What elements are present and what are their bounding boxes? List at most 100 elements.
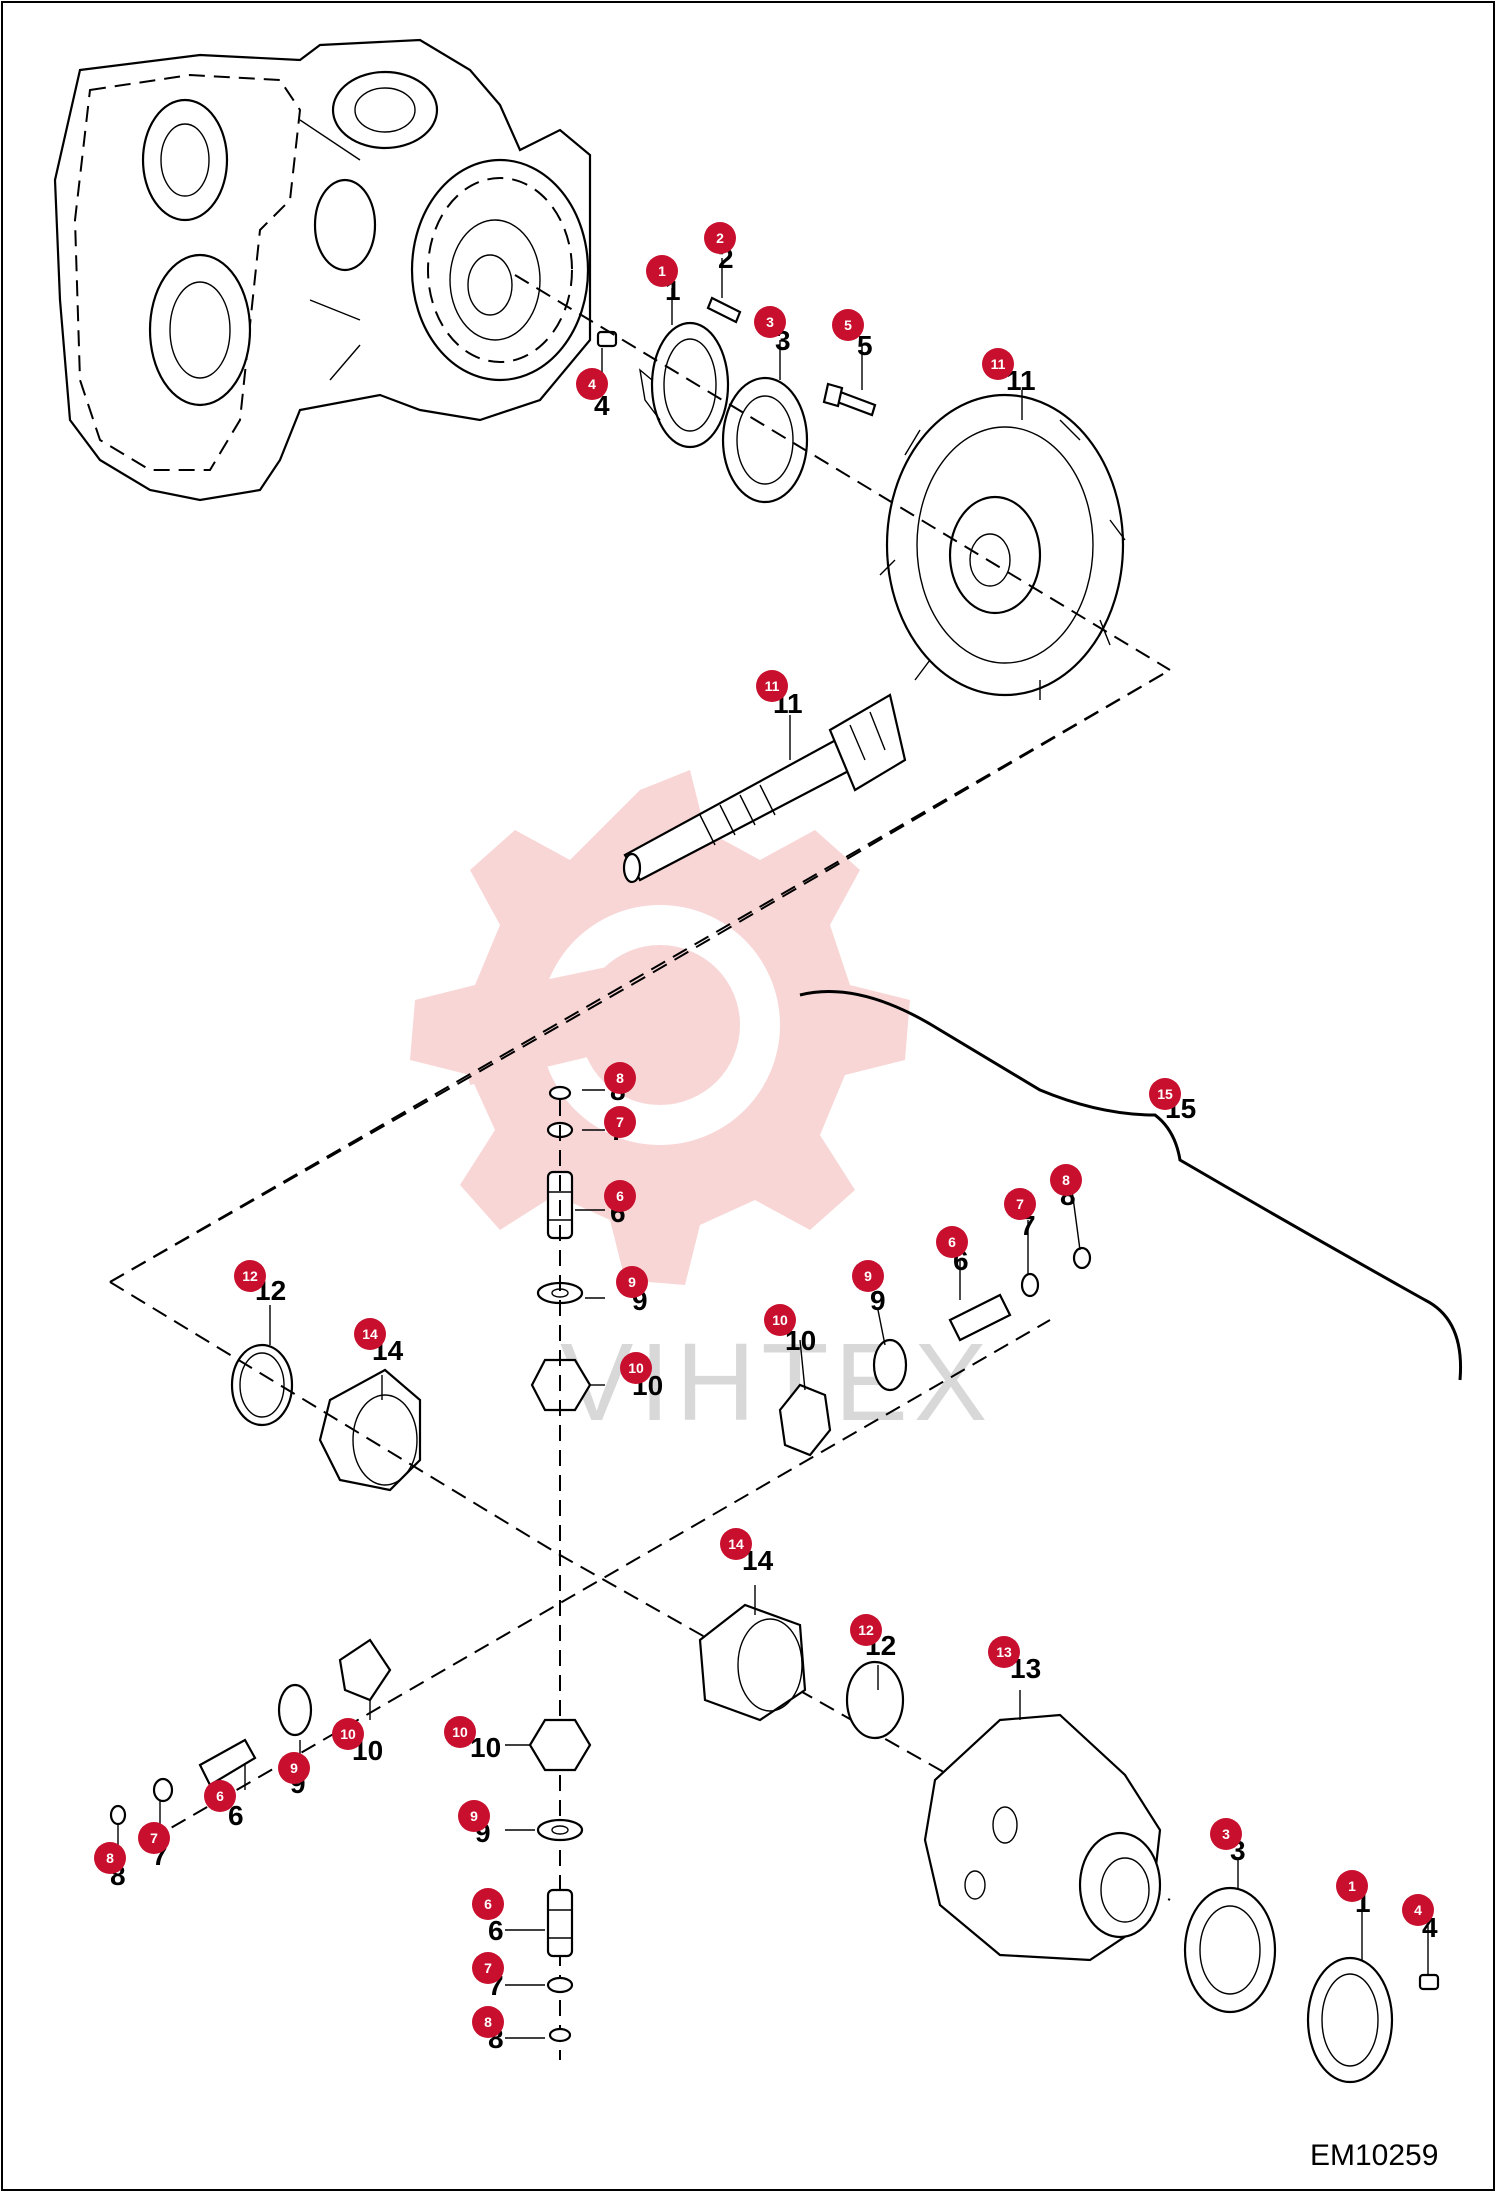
svg-text:4: 4 [1414,1902,1422,1918]
svg-text:7: 7 [1016,1196,1024,1212]
svg-text:7: 7 [150,1830,158,1846]
callout-markers: 1 2 3 4 5 11 11 8 7 6 9 10 15 8 7 6 9 10… [94,222,1434,2038]
svg-text:5: 5 [844,317,852,333]
callout-marker: 6 [472,1888,504,1920]
callout-marker: 3 [1210,1818,1242,1850]
cross-pin-left [109,1638,392,1826]
callout-marker: 12 [234,1260,266,1292]
svg-text:11: 11 [991,356,1006,372]
callout-marker: 9 [278,1752,310,1784]
callout-marker: 1 [646,255,678,287]
figure-code: EM10259 [1310,2139,1438,2172]
cross-pin-right [778,1246,1092,1457]
svg-text:8: 8 [106,1850,114,1866]
ring-gear [879,393,1126,700]
callout-marker: 11 [756,670,788,702]
differential-case [923,1713,1162,1962]
callout-marker: 5 [832,309,864,341]
callout-marker: 8 [94,1842,126,1874]
svg-text:12: 12 [858,1622,874,1638]
callout-marker: 12 [850,1614,882,1646]
svg-text:4: 4 [588,376,596,392]
axle-housing [53,38,592,502]
callout-marker: 11 [982,348,1014,380]
callout-marker: 10 [444,1716,476,1748]
svg-text:10: 10 [340,1726,356,1742]
svg-text:14: 14 [362,1326,378,1342]
svg-text:6: 6 [616,1188,624,1204]
side-gear-right [698,1603,905,1740]
svg-text:6: 6 [216,1788,224,1804]
callout-marker: 15 [1149,1078,1181,1110]
dash-line-left [109,669,1171,1283]
assembly-bracket [799,990,1463,1381]
callout-marker: 9 [458,1800,490,1832]
center-stack-bottom [528,1718,592,2043]
label-6-left: 6 [228,1800,244,1831]
lock-screw-top [596,330,618,348]
callout-marker: 7 [604,1106,636,1138]
svg-text:10: 10 [772,1312,788,1328]
watermark-logo [410,770,910,1285]
svg-text:8: 8 [1062,1172,1070,1188]
svg-text:7: 7 [484,1960,492,1976]
bolt-top [822,382,877,417]
label-6-bottom: 6 [488,1915,504,1946]
svg-text:2: 2 [716,230,724,246]
svg-text:10: 10 [452,1724,468,1740]
svg-text:11: 11 [765,678,780,694]
svg-text:14: 14 [728,1536,744,1552]
callout-marker: 6 [936,1226,968,1258]
svg-text:6: 6 [948,1234,956,1250]
callout-marker: 9 [616,1266,648,1298]
label-5: 5 [857,330,873,361]
dash-line-top [514,274,1171,671]
callout-marker: 8 [604,1062,636,1094]
callout-marker: 2 [704,222,736,254]
bearing-cone-top [721,376,809,504]
leader-lines [117,258,1429,2039]
callout-marker: 7 [1004,1188,1036,1220]
side-gear-left [230,1343,422,1492]
svg-text:3: 3 [766,314,774,330]
svg-text:8: 8 [484,2014,492,2030]
callout-marker: 13 [988,1636,1020,1668]
callout-marker: 6 [604,1180,636,1212]
label-9-right: 9 [870,1285,886,1316]
callout-marker: 4 [576,368,608,400]
svg-text:6: 6 [484,1896,492,1912]
svg-text:8: 8 [616,1070,624,1086]
callout-marker: 10 [332,1718,364,1750]
callout-marker: 14 [720,1528,752,1560]
svg-text:10: 10 [628,1360,644,1376]
svg-text:9: 9 [864,1268,872,1284]
callout-marker: 10 [764,1304,796,1336]
callout-marker: 6 [204,1780,236,1812]
dash-line-gear [109,669,1171,1283]
callout-marker: 1 [1336,1870,1368,1902]
callout-marker: 8 [1050,1164,1082,1196]
svg-text:15: 15 [1157,1086,1173,1102]
lock-screw-bottom [1418,1973,1440,1991]
callout-marker: 7 [472,1952,504,1984]
svg-text:9: 9 [290,1760,298,1776]
bearing-adjuster-ring-bottom [1306,1956,1394,2084]
callout-marker: 8 [472,2006,504,2038]
callout-marker: 10 [620,1352,652,1384]
watermark-text: VIHTEX [560,1321,993,1444]
svg-text:1: 1 [1348,1878,1356,1894]
svg-text:13: 13 [996,1644,1012,1660]
bearing-cone-bottom [1183,1886,1277,2014]
callout-marker: 7 [138,1822,170,1854]
pinion-shaft [622,693,907,884]
callout-marker: 9 [852,1260,884,1292]
label-10-bottom: 10 [470,1732,501,1763]
svg-text:3: 3 [1222,1826,1230,1842]
capscrew-top [706,296,742,324]
callout-marker: 4 [1402,1894,1434,1926]
svg-text:9: 9 [470,1808,478,1824]
svg-text:1: 1 [658,263,666,279]
svg-text:9: 9 [628,1274,636,1290]
